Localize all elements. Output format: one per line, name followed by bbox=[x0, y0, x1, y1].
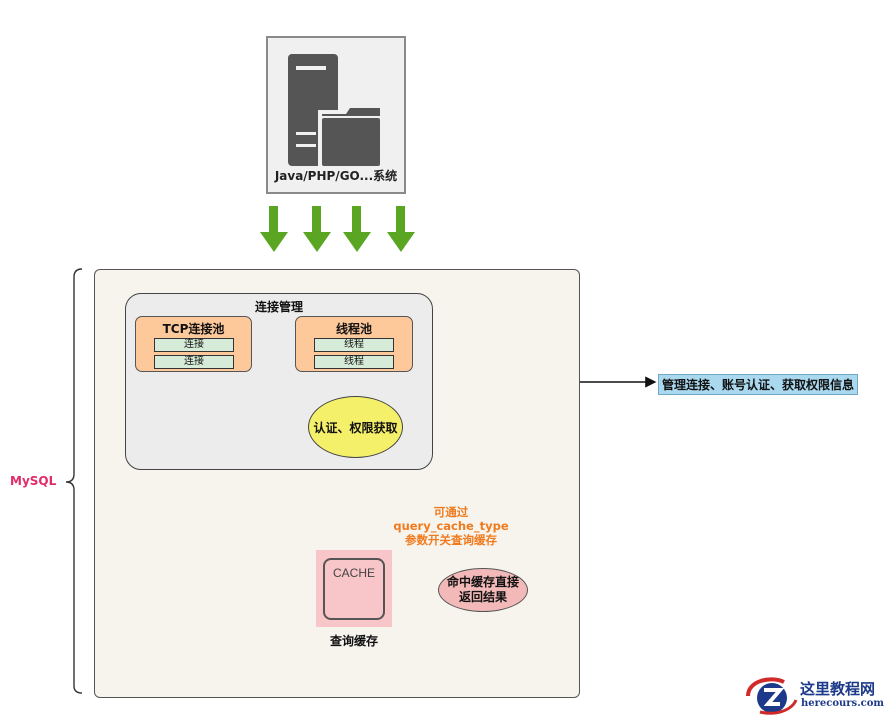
tcp-connection-pool: TCP连接池 连接 连接 bbox=[135, 316, 252, 372]
watermark-url: herecours.com bbox=[801, 698, 885, 709]
auth-ellipse: 认证、权限获取 bbox=[308, 396, 403, 458]
thread-item: 线程 bbox=[314, 338, 394, 352]
green-arrow-4 bbox=[387, 206, 415, 252]
cache-hit-ellipse: 命中缓存直接 返回结果 bbox=[438, 568, 528, 612]
server-folder-icon bbox=[288, 54, 382, 170]
mysql-label: MySQL bbox=[10, 474, 57, 488]
cache-icon: CACHE bbox=[323, 558, 385, 620]
bubble-line: 参数开关查询缓存 bbox=[405, 533, 497, 547]
cache-text: CACHE bbox=[332, 566, 375, 580]
request-arrows bbox=[260, 206, 415, 252]
watermark-title: 这里教程网 bbox=[800, 680, 876, 698]
green-arrow-1 bbox=[260, 206, 288, 252]
green-arrow-2 bbox=[303, 206, 331, 252]
hit-line: 命中缓存直接 bbox=[446, 575, 519, 589]
client-system-box: Java/PHP/GO...系统 bbox=[266, 36, 406, 194]
client-label: Java/PHP/GO...系统 bbox=[274, 169, 398, 183]
tcp-pool-title: TCP连接池 bbox=[162, 322, 225, 336]
bubble-line: query_cache_type bbox=[393, 519, 509, 533]
hit-line: 返回结果 bbox=[458, 590, 507, 604]
bubble-line: 可通过 bbox=[433, 505, 469, 519]
connection-annotation: 管理连接、账号认证、获取权限信息 bbox=[658, 374, 859, 395]
watermark-logo-icon bbox=[746, 677, 798, 715]
green-arrow-3 bbox=[343, 206, 371, 252]
query-cache-label: 查询缓存 bbox=[329, 634, 378, 648]
thread-pool-title: 线程池 bbox=[335, 322, 372, 336]
thread-pool: 线程池 线程 线程 bbox=[295, 316, 413, 372]
connection-management-title: 连接管理 bbox=[254, 300, 303, 314]
mysql-brace bbox=[65, 268, 83, 694]
tcp-connection-item: 连接 bbox=[154, 355, 234, 369]
thread-item: 线程 bbox=[314, 355, 394, 369]
bubble-text: 可通过 query_cache_type 参数开关查询缓存 bbox=[392, 505, 510, 547]
tcp-connection-item: 连接 bbox=[154, 338, 234, 352]
